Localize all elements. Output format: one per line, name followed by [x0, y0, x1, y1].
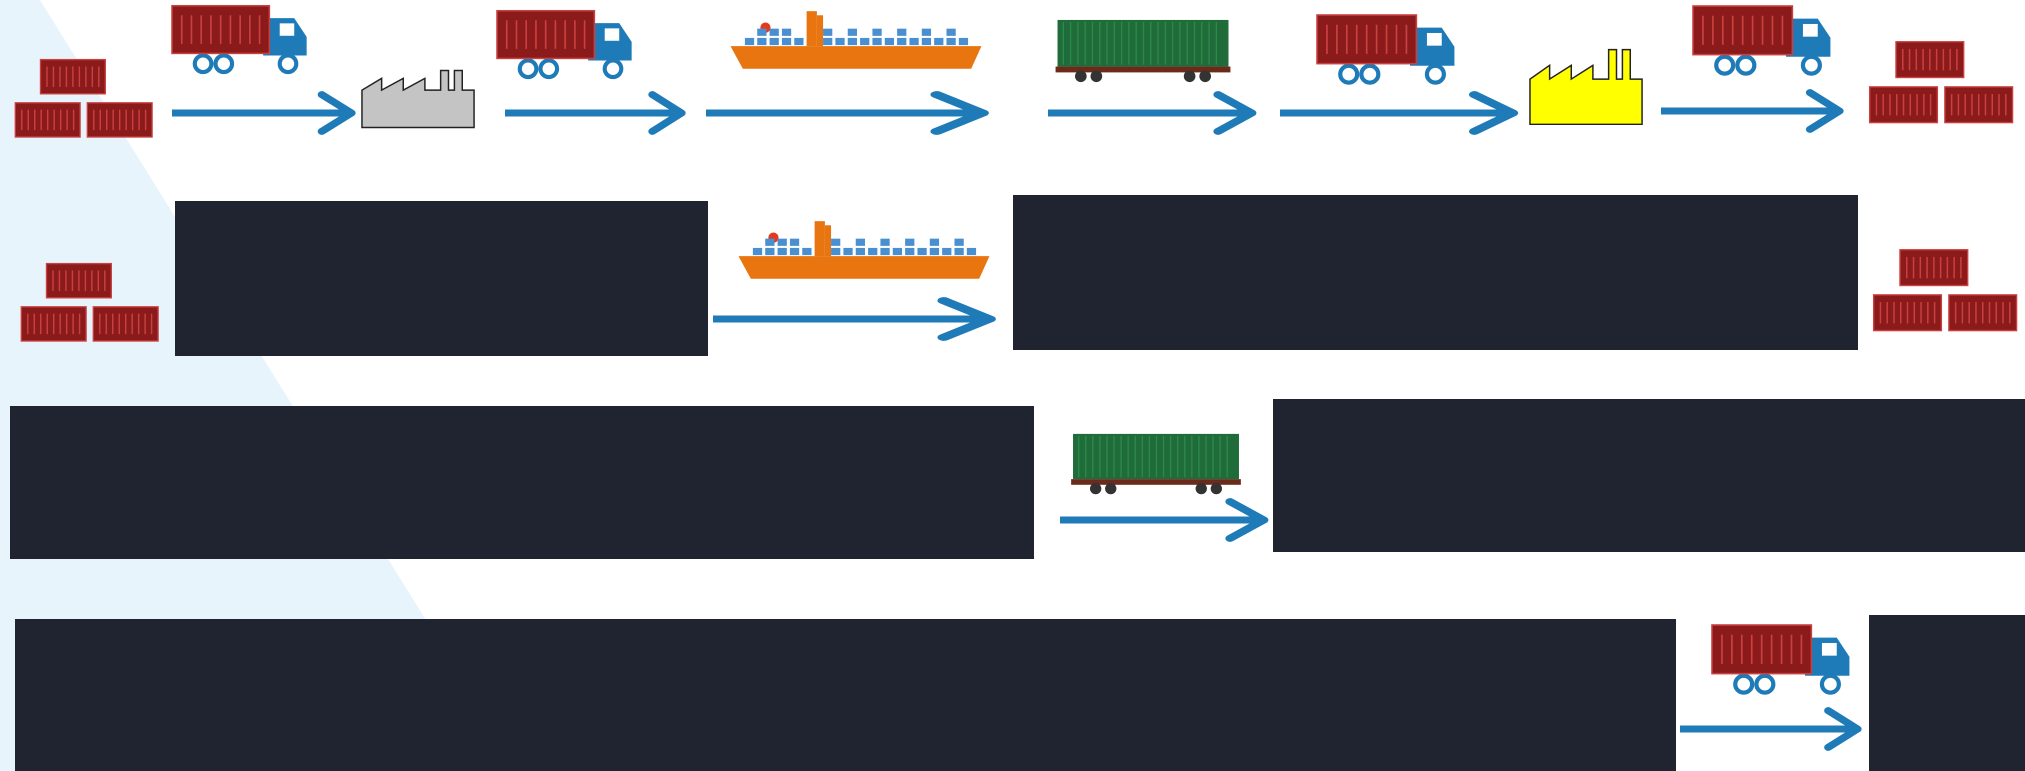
- ship-icon: [727, 5, 987, 77]
- redacted-block: [15, 619, 1676, 771]
- truck-icon: [1711, 624, 1861, 699]
- arrow-icon: [505, 90, 687, 136]
- factory-gray-icon: [360, 62, 478, 132]
- arrow-icon: [713, 296, 998, 342]
- container-stack-icon: [1863, 38, 2023, 132]
- arrow-icon: [706, 90, 991, 136]
- truck-icon: [496, 9, 642, 84]
- arrow-icon: [1060, 497, 1270, 543]
- redacted-block: [1273, 399, 2025, 552]
- redacted-block: [1013, 195, 1858, 350]
- redacted-block: [175, 201, 708, 356]
- factory-yellow-icon: [1528, 38, 1646, 130]
- railcar-icon: [1067, 432, 1245, 498]
- background-wedge-shape: [0, 0, 520, 771]
- arrow-icon: [1661, 88, 1845, 134]
- arrow-icon: [1680, 706, 1863, 752]
- truck-icon: [171, 4, 317, 79]
- container-stack-icon: [1869, 246, 2025, 340]
- arrow-icon: [1280, 90, 1520, 136]
- arrow-icon: [1048, 90, 1258, 136]
- redacted-block: [10, 406, 1034, 559]
- truck-icon: [1315, 14, 1467, 89]
- container-stack-icon: [8, 56, 163, 146]
- redacted-block: [1869, 615, 2025, 771]
- truck-icon: [1692, 5, 1842, 80]
- arrow-icon: [172, 90, 357, 136]
- ship-icon: [735, 215, 995, 287]
- railcar-icon: [1055, 18, 1231, 86]
- container-stack-icon: [14, 260, 169, 350]
